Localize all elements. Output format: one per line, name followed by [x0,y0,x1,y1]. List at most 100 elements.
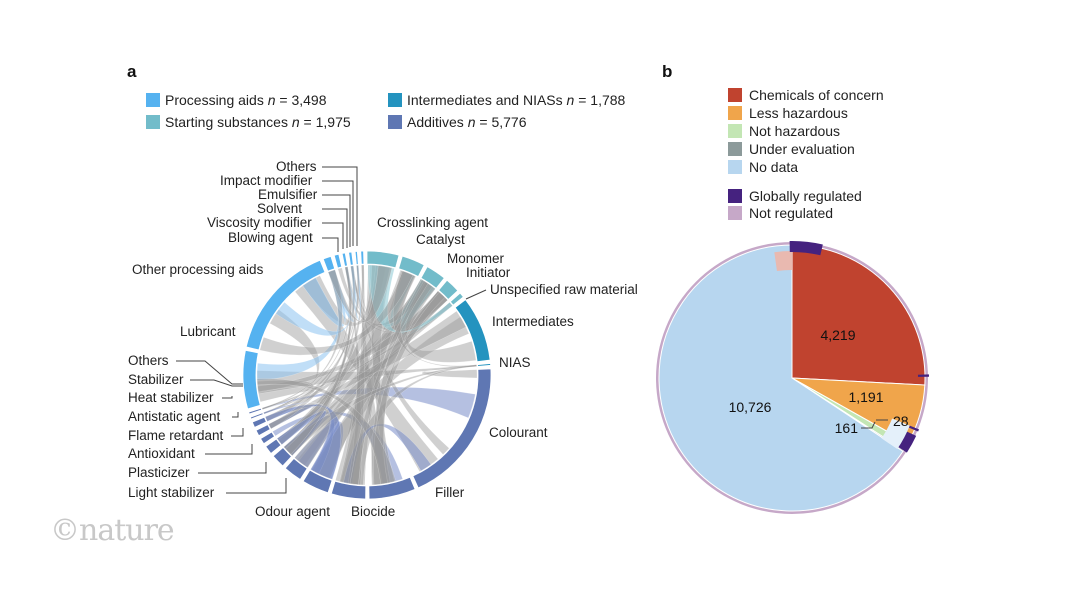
chord-label-odour-agent: Odour agent [255,504,330,519]
chord-label-flame-retardant: Flame retardant [128,428,224,443]
legend-swatch [388,93,402,107]
chord-segment-processing-aids-other-processing-aids [245,259,326,351]
nature-logo: ©nature [50,513,174,548]
chord-segment-processing-aids-solvent [341,252,348,267]
pie-label-less-hazardous: 1,191 [848,389,883,405]
legend-value: = 1,975 [300,114,351,130]
chord-segment-additives-flame-retardant [260,431,276,445]
legend-swatch [388,115,402,129]
label-leader-line [322,237,339,252]
chord-label-catalyst: Catalyst [416,232,465,247]
legend-name: Intermediates and NIASs [407,92,567,108]
label-leader-line [231,428,244,437]
legend-item-additives: Additives n = 5,776 [388,114,527,130]
nodata-regulated-highlight [881,418,910,450]
chord-segment-additives-antistatic-agent [255,424,271,437]
chord-label-other-processing-aids: Other processing aids [132,262,264,277]
chord-ribbon [350,265,450,455]
legend-n: n [292,114,300,130]
chord-segment-starting-substances-monomer [420,266,445,289]
legend-label: Starting substances n = 1,975 [165,114,351,130]
legend-label: Not regulated [749,205,833,221]
chord-ribbon [276,410,327,457]
chord-ribbon [327,265,393,323]
pie-label-chemicals-of-concern: 4,219 [820,327,855,343]
pie-label-no-data: 10,726 [729,399,772,415]
chord-arcs [242,250,492,500]
chord-label-nias: NIAS [499,355,531,370]
legend-swatch [728,189,742,203]
legend-name: Starting substances [165,114,292,130]
chord-label-plasticizer: Plasticizer [128,465,190,480]
legend-swatch [728,106,742,120]
legend-label: Chemicals of concern [749,87,884,103]
chord-ribbon [421,364,478,379]
legend-label: Processing aids n = 3,498 [165,92,327,108]
pie-slice-no-data [658,244,904,512]
legend-item-processing-aids: Processing aids n = 3,498 [146,92,327,108]
chord-label-viscosity-modifier: Viscosity modifier [207,215,312,230]
chord-ribbon [259,270,414,356]
chord-label-light-stabilizer: Light stabilizer [128,485,215,500]
chord-label-solvent: Solvent [257,201,302,216]
chord-label-impact-modifier: Impact modifier [220,173,313,188]
chord-label-lubricant: Lubricant [180,324,236,339]
chord-ribbon [373,291,446,486]
chord-ribbon [263,402,342,480]
chord-ribbon [294,277,439,472]
legend-item-intermediates-and-niass: Intermediates and NIASs n = 1,788 [388,92,626,108]
legend-item-not-hazardous: Not hazardous [728,123,840,139]
legend-n: n [268,92,276,108]
chord-segment-starting-substances-initiator [438,279,459,300]
label-leader-line [198,462,267,474]
legend-item-not-regulated: Not regulated [728,205,833,221]
regulation-ring-globally-regulated [907,425,920,432]
legend-item-globally-regulated: Globally regulated [728,188,862,204]
legend-label: Less hazardous [749,105,848,121]
label-leader-line [205,444,253,455]
legend-n: n [567,92,575,108]
label-leader-line [190,379,243,387]
pie-label-not-hazardous: 161 [835,420,859,436]
chord-label-initiator: Initiator [466,265,511,280]
chord-segment-intermediates-and-niass-nias [477,363,492,367]
chord-ribbon [256,269,343,381]
legend-swatch [728,206,742,220]
panel-b-label: b [662,62,672,81]
chord-segment-processing-aids-impact-modifier [354,250,359,265]
chord-segment-processing-aids-emulsifier [348,251,354,266]
chord-segment-additives-stabilizer [249,412,264,420]
chord-ribbon [256,378,397,485]
chord-ribbon [256,380,314,410]
panel-a-legend: Processing aids n = 3,498 Intermediates a… [146,92,626,130]
legend-swatch [728,160,742,174]
panel-a-label: a [127,62,137,81]
chord-segment-additives-plasticizer [272,447,293,467]
pie-leader-line [861,421,876,429]
pie-label-under-evaluation: 28 [893,413,909,429]
chord-label-crosslinking-agent: Crosslinking agent [377,215,488,230]
label-leader-line [176,360,243,385]
legend-n: n [468,114,476,130]
chord-segment-processing-aids-blowing-agent [322,255,336,272]
legend-value: = 3,498 [276,92,327,108]
chord-ribbon [256,364,477,395]
chord-ribbons [256,264,478,486]
chord-label-others: Others [128,353,169,368]
legend-label: Additives n = 5,776 [407,114,527,130]
label-leader-line [465,289,487,300]
legend-name: Additives [407,114,468,130]
chord-segment-starting-substances-unspecified-raw-material [449,292,464,306]
chord-label-intermediates: Intermediates [492,314,574,329]
hazard-pie: 4,219 1,191 10,726 28 161 [656,240,929,514]
legend-label: Not hazardous [749,123,840,139]
label-leader-line [322,180,354,246]
legend-item-starting-substances: Starting substances n = 1,975 [146,114,351,130]
concern-regulated-highlight [774,251,792,272]
chord-segment-additives-heat-stabilizer [251,416,267,428]
chord-ribbon [268,310,467,430]
legend-swatch [728,124,742,138]
chord-segment-additives-colourant [412,368,492,489]
legend-item-less-hazardous: Less hazardous [728,105,848,121]
